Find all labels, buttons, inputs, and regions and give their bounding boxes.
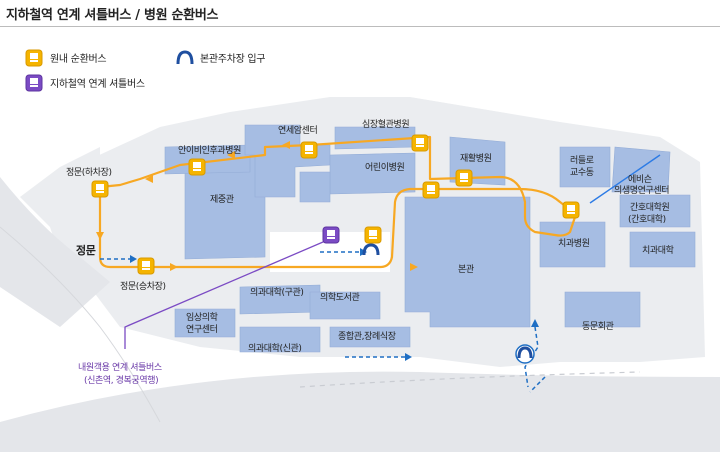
building-med-library <box>309 291 381 320</box>
label-clinical-sub: 연구센터 <box>186 324 218 335</box>
label-heart-hospital: 심장혈관병원 <box>362 118 409 130</box>
legend: 원내 순환버스 지하철역 연계 셔틀버스 본관주차장 입구 <box>25 49 266 92</box>
legend-bus-icon <box>25 49 43 67</box>
parking-path-entrance <box>524 326 539 388</box>
legend-parking-label: 본관주차장 입구 <box>200 52 265 65</box>
label-clinical: 임상의학 <box>186 311 218 323</box>
legend-in-hospital-label: 원내 순환버스 <box>50 53 106 65</box>
legend-shuttle-icon <box>25 74 43 92</box>
building-main <box>404 196 531 328</box>
label-faculty-building-sub: 교수동 <box>570 167 594 178</box>
bus-stop-icon <box>188 158 206 176</box>
legend-parking-icon <box>176 50 194 65</box>
label-shuttle-stop: 내원객용 연계 셔틀버스 <box>78 361 162 373</box>
bus-stops <box>91 134 580 275</box>
building-annex <box>299 171 331 203</box>
road-left-curb <box>0 226 161 423</box>
route-arrows <box>96 141 418 271</box>
avison-pointer-line <box>589 154 661 204</box>
building-faculty <box>559 146 611 188</box>
buildings <box>164 124 696 353</box>
label-cancer-center: 연세암센터 <box>278 124 318 136</box>
parking-entrance-icon <box>515 344 535 364</box>
label-med-library: 의학도서관 <box>320 292 360 303</box>
building-dental-hospital <box>539 221 606 268</box>
label-children-hospital: 어린이병원 <box>365 162 405 173</box>
bus-stop-icon <box>422 181 440 199</box>
route-arrow <box>227 151 235 159</box>
parking-arrow <box>405 353 412 361</box>
road-bottom <box>0 371 720 452</box>
parking-path <box>100 251 546 393</box>
parking-entrance-icon-2 <box>362 243 380 256</box>
route-arrow <box>282 141 290 149</box>
route-arrow <box>170 263 178 271</box>
parking-path-entrance-2 <box>529 376 546 393</box>
title-divider <box>0 26 720 27</box>
building-clinical <box>174 308 236 338</box>
label-rehab-hospital: 안이비인후과병원 <box>178 145 241 156</box>
label-main-building: 본관 <box>458 264 474 275</box>
label-dental-college: 치과대학 <box>642 244 674 256</box>
parking-arrow <box>130 255 137 263</box>
label-main-gate-pickup: 정문(승차장) <box>120 280 166 292</box>
bus-stop-icon <box>562 201 580 219</box>
bus-stop-icon <box>137 257 155 275</box>
route-arrow <box>96 232 104 240</box>
building-funeral <box>329 326 411 348</box>
building-nursing <box>619 194 691 228</box>
label-funeral: 종합관,장례식장 <box>338 331 396 342</box>
parking-arrow <box>531 319 539 327</box>
bus-stop-icon <box>411 134 429 152</box>
route-arrow <box>145 175 153 183</box>
label-nursing: 간호대학원 <box>630 202 670 213</box>
bus-stop-icon <box>364 226 382 244</box>
label-med-new: 의과대학(신관) <box>248 343 302 354</box>
label-rehabilitation: 재활병원 <box>460 152 492 164</box>
label-avison: 에비슨 <box>628 174 652 185</box>
route-arrow <box>410 263 418 271</box>
label-faculty-building: 러들로 <box>570 155 594 166</box>
building-rehab-hospital <box>164 144 251 175</box>
road-left <box>0 177 110 327</box>
road-dashes <box>299 371 641 388</box>
shuttle-pointer-line <box>124 238 331 349</box>
label-nursing-sub: (간호대학) <box>628 214 666 225</box>
campus-ground-2 <box>20 147 100 237</box>
building-dongmun <box>564 291 641 328</box>
label-dental-hospital: 치과병원 <box>558 237 590 249</box>
label-main-gate: 정문 <box>76 243 96 257</box>
label-main-gate-dropoff: 정문(하차장) <box>66 166 112 178</box>
campus-map: 원내 순환버스 지하철역 연계 셔틀버스 본관주차장 입구 정문(하차장) 정문… <box>0 27 720 452</box>
label-avison-sub: 의생명연구센터 <box>614 185 669 196</box>
page-title: 지하철역 연계 셔틀버스 / 병원 순환버스 <box>6 8 219 23</box>
bus-stop-icon <box>455 169 473 187</box>
label-dongmun: 동문회관 <box>582 321 614 332</box>
legend-shuttle-label: 지하철역 연계 셔틀버스 <box>50 77 145 90</box>
label-jejung: 제중관 <box>210 194 234 205</box>
building-med-new <box>239 326 321 353</box>
building-children <box>329 152 416 195</box>
bus-stop-icon <box>91 180 109 198</box>
bus-stop-icon <box>300 141 318 159</box>
shuttle-stop-icon <box>322 226 340 244</box>
label-shuttle-stop-sub: (신촌역, 경복궁역행) <box>84 374 158 386</box>
building-dental-college <box>629 231 696 268</box>
label-med-old: 의과대학(구관) <box>250 287 304 298</box>
building-cancer-center <box>244 124 331 198</box>
